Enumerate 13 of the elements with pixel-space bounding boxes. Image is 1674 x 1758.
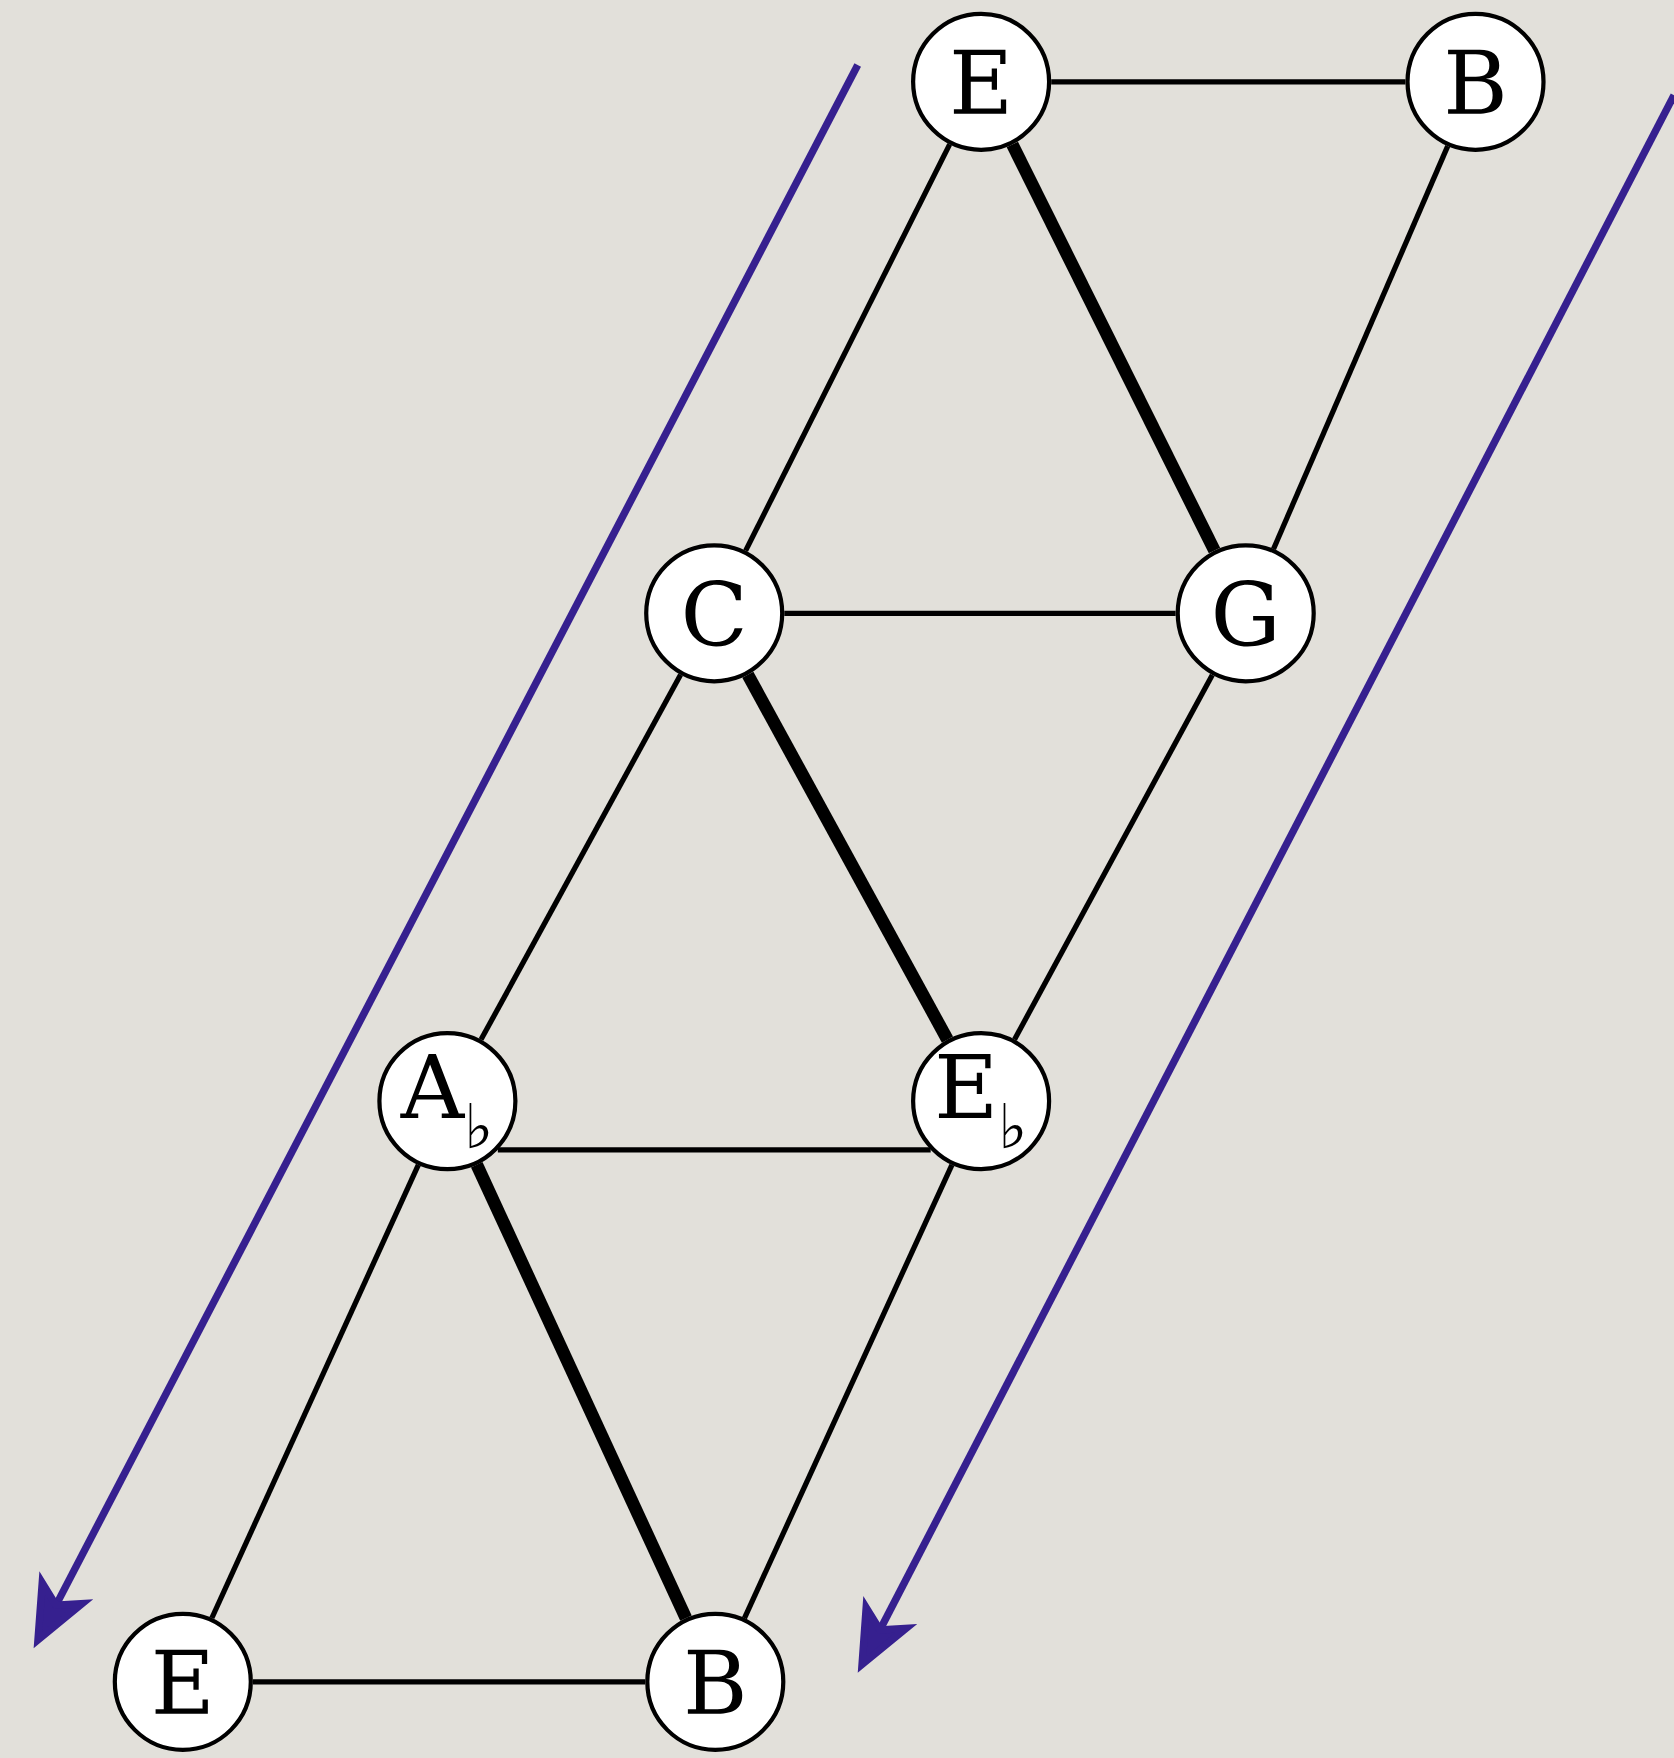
connector-line (743, 143, 952, 552)
connector-line (1051, 79, 1406, 85)
connector-line (1006, 141, 1221, 554)
connector-line (252, 1679, 646, 1685)
connector-line (1012, 673, 1215, 1041)
connector-line (742, 1163, 955, 1620)
connector-line (784, 610, 1176, 616)
connector-line (742, 671, 953, 1043)
connector-line (478, 673, 683, 1041)
connector-line (209, 1163, 421, 1620)
connector-line (471, 1162, 692, 1621)
connector-line (497, 1147, 931, 1153)
connector-line (1271, 145, 1451, 550)
